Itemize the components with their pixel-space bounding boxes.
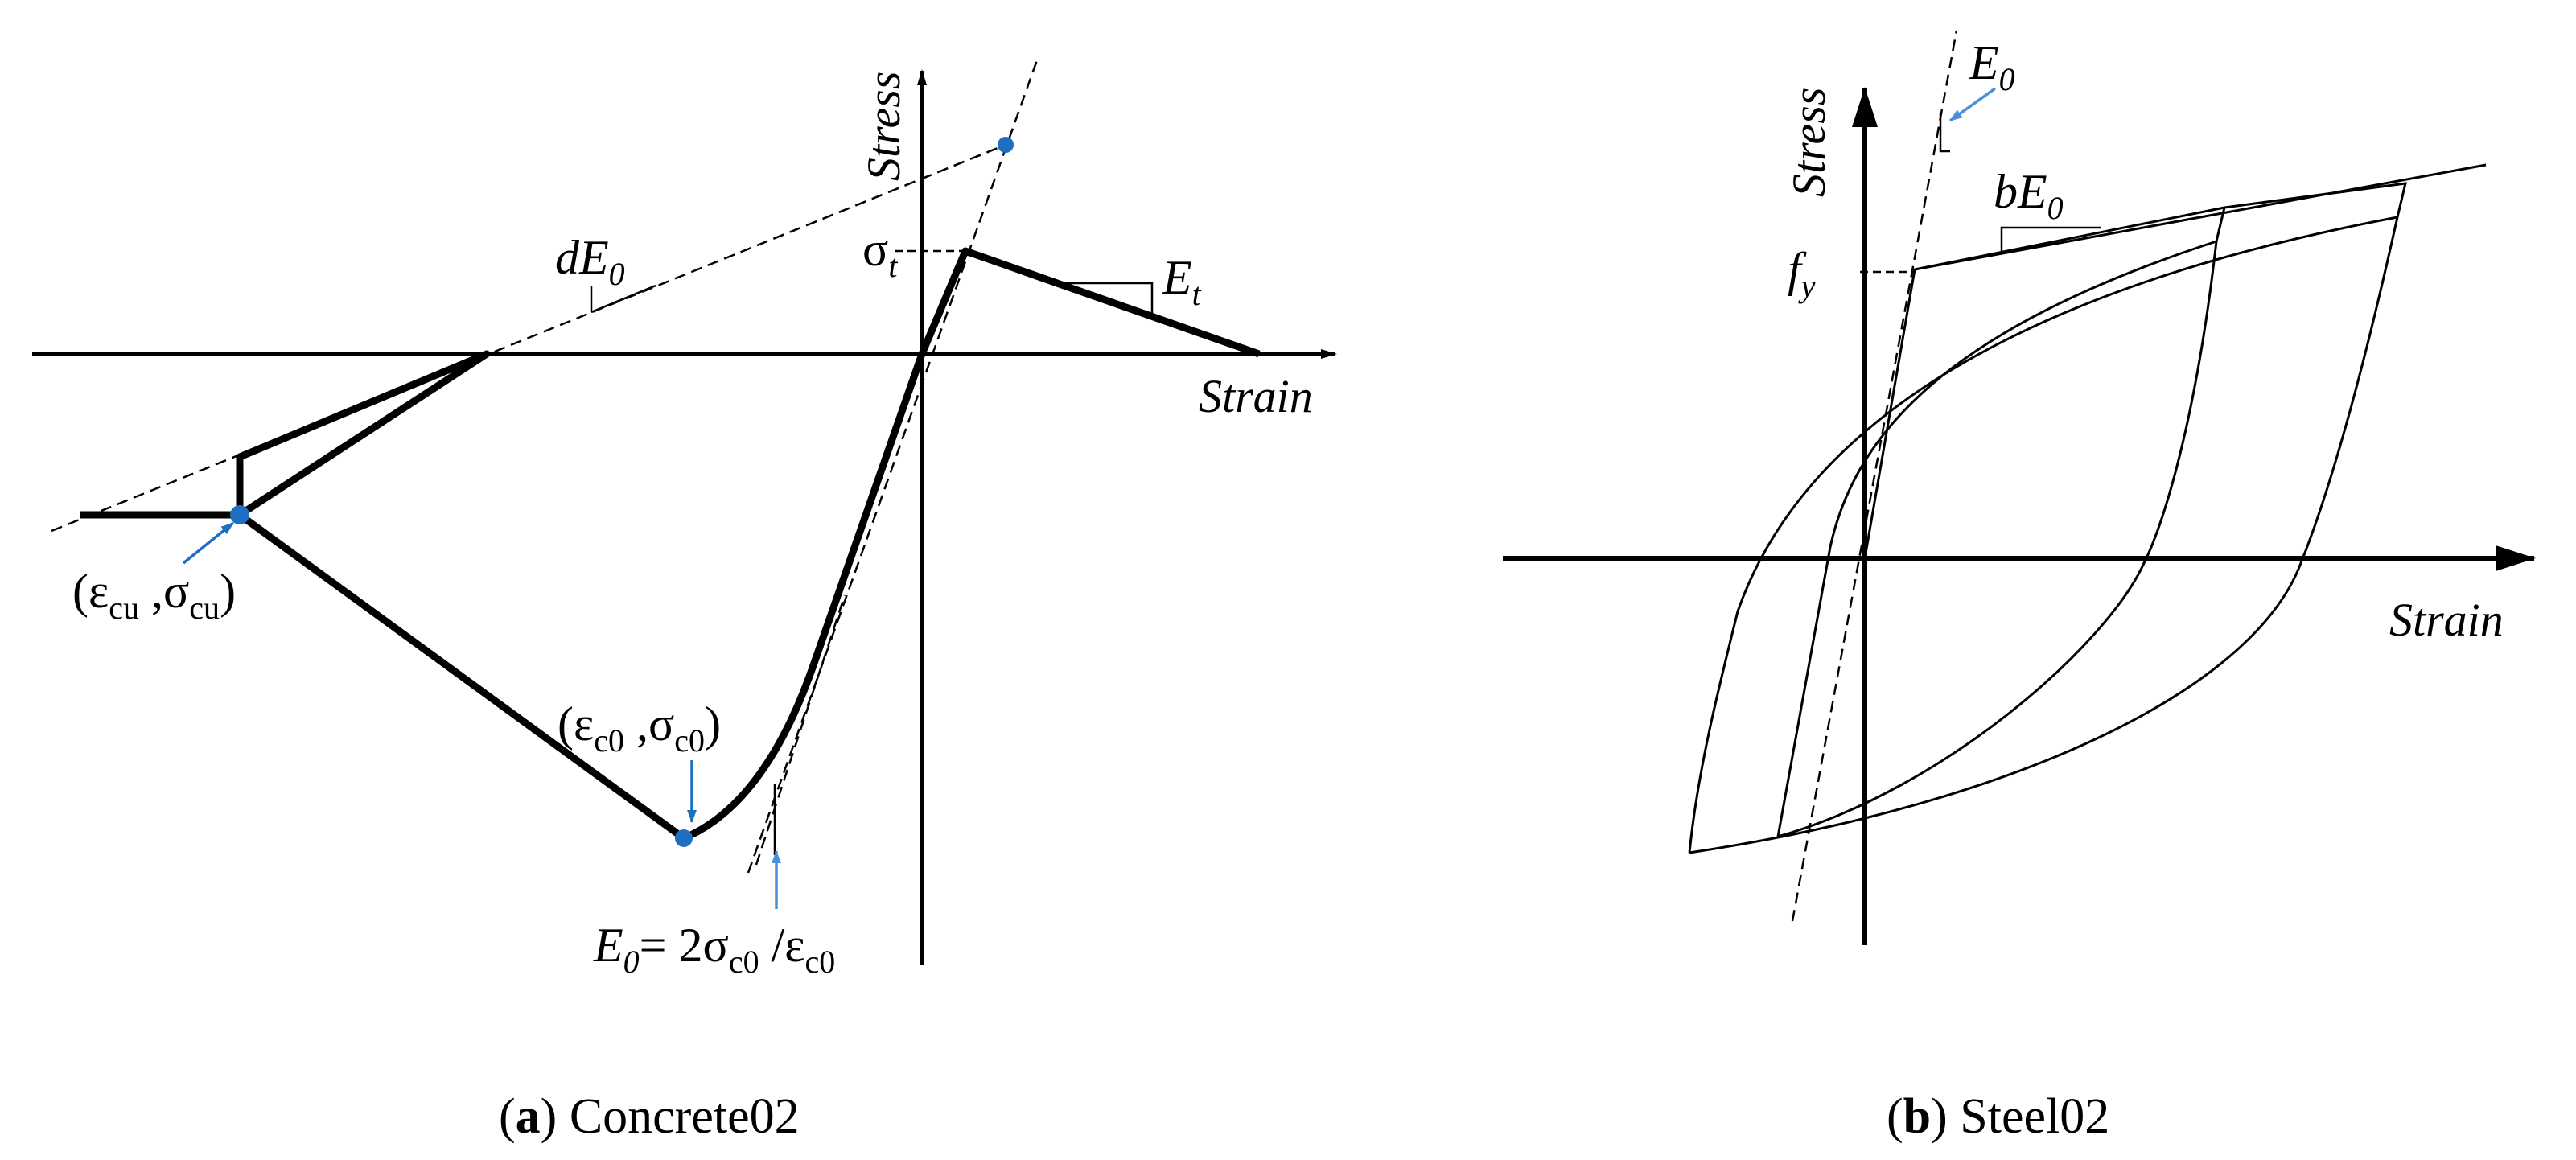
panel-a-et-slope-marker [1062, 282, 1154, 319]
panel-b-loop2-unload [1689, 182, 2407, 854]
panel-b-hysteresis-loops [1688, 182, 2407, 854]
panel-a-peak-label: (εc0 ,σc0) [558, 697, 721, 759]
panel-a-et-label: Et [1162, 251, 1202, 312]
panel-a-sigma-t-label: σt [862, 223, 898, 284]
panel-a-ultimate-arrow [182, 521, 235, 565]
panel-b-loop1-unload [1777, 207, 2226, 838]
panel-a-tension-intersection-point [998, 137, 1014, 153]
panel-b-be0-slope-marker [2000, 226, 2101, 251]
panel-a-de0-slope-marker [591, 284, 656, 314]
panel-b-caption: (b) Steel02 [1887, 1089, 2109, 1144]
panel-a-de0-label: dE0 [555, 231, 625, 292]
panel-b-loop1-reload [1776, 240, 2217, 837]
panel-a-initial-tangent-line [747, 57, 1039, 874]
panel-a-tension-branch [918, 247, 1261, 358]
panel-a-e0-formula: E0= 2σc0 /εc0 [593, 919, 835, 980]
panel-a-caption: (a) Concrete02 [499, 1089, 800, 1144]
panel-a-concrete02: Strain Stress σt Et dE0 (εcu ,σcu) (εc0 … [32, 57, 1337, 1144]
panel-a-stress-label: Stress [858, 72, 910, 181]
panel-b-loop2-reload [1688, 216, 2398, 854]
panel-b-e0-label: E0 [1969, 36, 2015, 97]
panel-b-steel02: Strain Stress E0 bE0 fy (b) Steel02 [1503, 30, 2536, 1144]
panel-a-ultimate-label: (εcu ,σcu) [72, 565, 236, 626]
panel-a-strain-label: Strain [1199, 370, 1313, 422]
panel-a-unload-reload-path [236, 350, 491, 519]
panel-b-be0-label: bE0 [1994, 165, 2064, 226]
panel-a-peak-point [675, 829, 693, 847]
panel-a-ultimate-point [230, 505, 249, 524]
panel-b-initial-loading [1863, 206, 2225, 559]
panel-b-strain-label: Strain [2389, 594, 2504, 646]
panel-a-e0-tangent-line [755, 594, 846, 866]
panel-b-e0-arrow [1948, 87, 1997, 122]
panel-b-stress-label: Stress [1783, 88, 1835, 197]
panel-b-hardening-asymptote [1914, 163, 2487, 271]
panel-b-e0-line [1791, 30, 1958, 922]
panel-a-de0-slope-line [51, 143, 1006, 533]
panel-b-e0-slope-marker [1939, 113, 1950, 153]
panel-b-fy-label: fy [1788, 243, 1816, 304]
